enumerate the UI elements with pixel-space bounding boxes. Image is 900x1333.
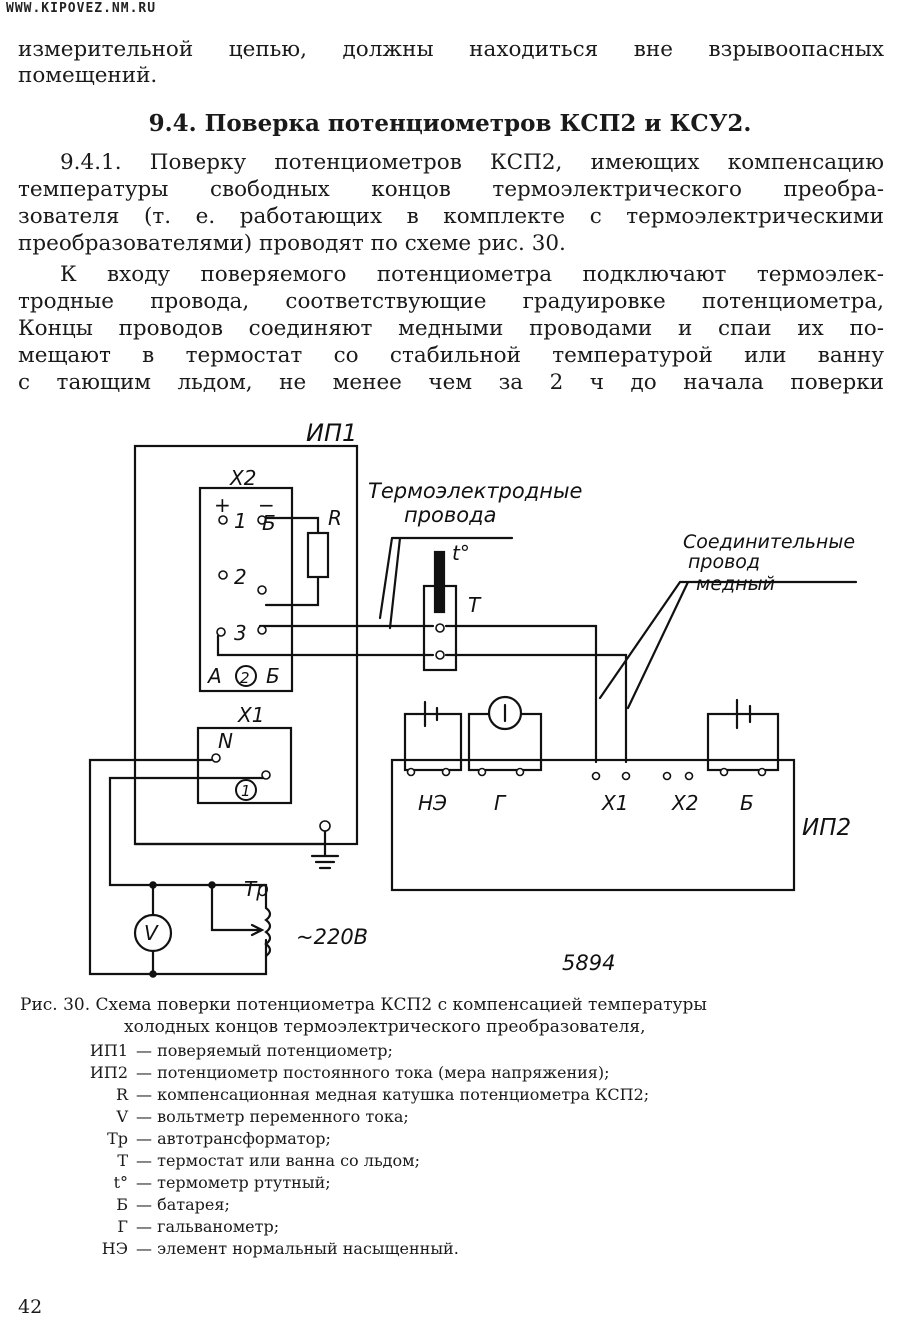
intro-line-1: измерительной цепью, должны находиться в…: [18, 37, 884, 62]
label-conn-2: провод: [688, 551, 760, 573]
label-t2: 2: [234, 565, 247, 589]
para1-line-1: 9.4.1. Поверку потенциометров КСП2, имею…: [60, 150, 884, 175]
legend-text: — элемент нормальный насыщенный.: [136, 1239, 459, 1258]
ne-cell: [403, 712, 463, 772]
label-minus: −: [258, 493, 275, 517]
label-circ1: 1: [241, 782, 251, 800]
label-fig-number: 5894: [562, 951, 615, 975]
label-circ2: 2: [240, 669, 250, 687]
x1-terminal-block: [196, 726, 293, 805]
legend-key: Тр: [107, 1129, 128, 1148]
label-conn-1: Соединительные: [683, 531, 855, 553]
x2-terminal-block: [198, 486, 294, 693]
para2-line-3: Концы проводов соединяют медными провода…: [18, 316, 884, 341]
label-b-bottom: Б: [266, 664, 280, 688]
label-x2: X2: [229, 466, 256, 490]
para1-line-4: преобразователями) проводят по схеме рис…: [18, 231, 566, 256]
thermometer: [433, 550, 446, 614]
caption-line-2: холодных концов термоэлектрического прео…: [124, 1017, 646, 1037]
label-ip1: ИП1: [306, 420, 357, 447]
para2-line-1: К входу поверяемого потенциометра подклю…: [60, 262, 884, 287]
label-ip2-b: Б: [740, 791, 754, 815]
label-volt: ~220В: [296, 925, 368, 949]
label-x1: X1: [237, 703, 264, 727]
label-r: R: [328, 506, 342, 530]
legend-text: — потенциометр постоянного тока (мера на…: [136, 1063, 610, 1082]
label-thermo-wire-1: Термоэлектродные: [368, 479, 582, 503]
legend-key: V: [116, 1107, 128, 1126]
ip2-housing: [390, 758, 796, 892]
legend-text: — термометр ртутный;: [136, 1173, 331, 1192]
label-t1: 1: [234, 509, 247, 533]
label-v: V: [144, 921, 159, 945]
label-tp: Тр: [244, 877, 269, 901]
legend-key: ИП2: [89, 1063, 128, 1082]
label-ip2-x1: X1: [601, 791, 628, 815]
legend-text: — компенсационная медная катушка потенци…: [136, 1085, 650, 1104]
label-n: N: [218, 729, 233, 753]
label-t3: 3: [234, 621, 247, 645]
legend-key: Т: [117, 1151, 128, 1170]
legend-text: — гальванометр;: [136, 1217, 280, 1236]
caption-line-1: Рис. 30. Схема поверки потенциометра КСП…: [20, 995, 707, 1015]
para2-line-4: мещают в термостат со стабильной темпера…: [18, 343, 884, 368]
label-thermo-wire-2: провода: [404, 503, 497, 527]
resistor-r: [306, 531, 330, 579]
legend-key: Б: [116, 1195, 128, 1214]
para1-line-3: зователя (т. е. работающих в комплекте с…: [18, 204, 884, 229]
figure-30-wiring-diagram: ИП1 X2 + − 1 2 3 Б А 2 Б R Термоэлектрод…: [88, 420, 858, 978]
legend-text: — автотрансформатор;: [136, 1129, 331, 1148]
label-a: А: [206, 664, 222, 688]
battery-frame: [706, 712, 780, 772]
label-ne: НЭ: [418, 791, 447, 815]
page-number: 42: [18, 1296, 43, 1318]
para1-line-2: температуры свободных концов термоэлектр…: [18, 177, 884, 202]
label-conn-3: медный: [696, 573, 775, 595]
label-plus: +: [214, 493, 231, 517]
legend-key: R: [115, 1085, 128, 1104]
legend-text: — батарея;: [136, 1195, 230, 1214]
label-t: T: [468, 593, 482, 617]
site-watermark: WWW.KIPOVEZ.NM.RU: [6, 1, 157, 16]
para2-line-5: с тающим льдом, не менее чем за 2 ч до н…: [18, 370, 884, 395]
label-tdeg: t°: [452, 541, 470, 565]
para2-line-2: тродные провода, соответствующие градуир…: [18, 289, 884, 314]
label-ip2: ИП2: [802, 815, 851, 841]
legend-key: Г: [117, 1217, 128, 1236]
legend-key: t°: [113, 1173, 128, 1192]
legend-key: НЭ: [101, 1239, 128, 1258]
section-heading: 9.4. Поверка потенциометров КСП2 и КСУ2.: [148, 110, 752, 137]
label-b-top: Б: [262, 511, 276, 535]
label-g: Г: [494, 791, 507, 815]
label-ip2-x2: X2: [671, 791, 698, 815]
legend-text: — поверяемый потенциометр;: [136, 1041, 393, 1060]
intro-line-2: помещений.: [18, 63, 158, 88]
legend-text: — термостат или ванна со льдом;: [136, 1151, 420, 1170]
legend-text: — вольтметр переменного тока;: [136, 1107, 409, 1126]
legend-key: ИП1: [89, 1041, 128, 1060]
